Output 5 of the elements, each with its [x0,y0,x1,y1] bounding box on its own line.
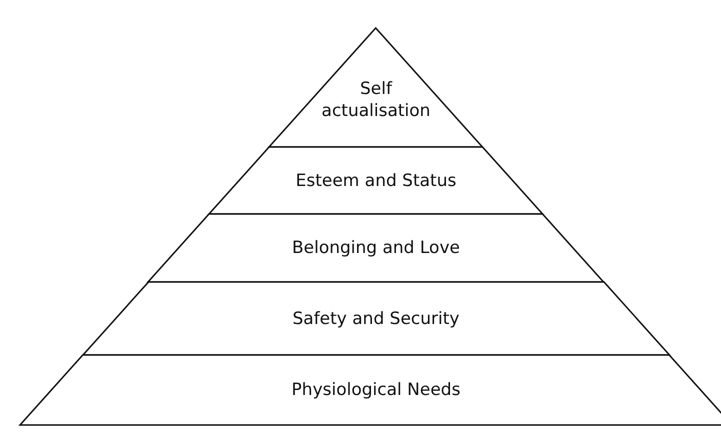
tier-label: Belonging and Love [290,237,461,259]
tier-label: Physiological Needs [290,379,462,401]
tier-label: Esteem and Status [294,170,458,192]
tier-label: Safety and Security [291,308,460,330]
tier-label: Self actualisation [320,78,432,122]
